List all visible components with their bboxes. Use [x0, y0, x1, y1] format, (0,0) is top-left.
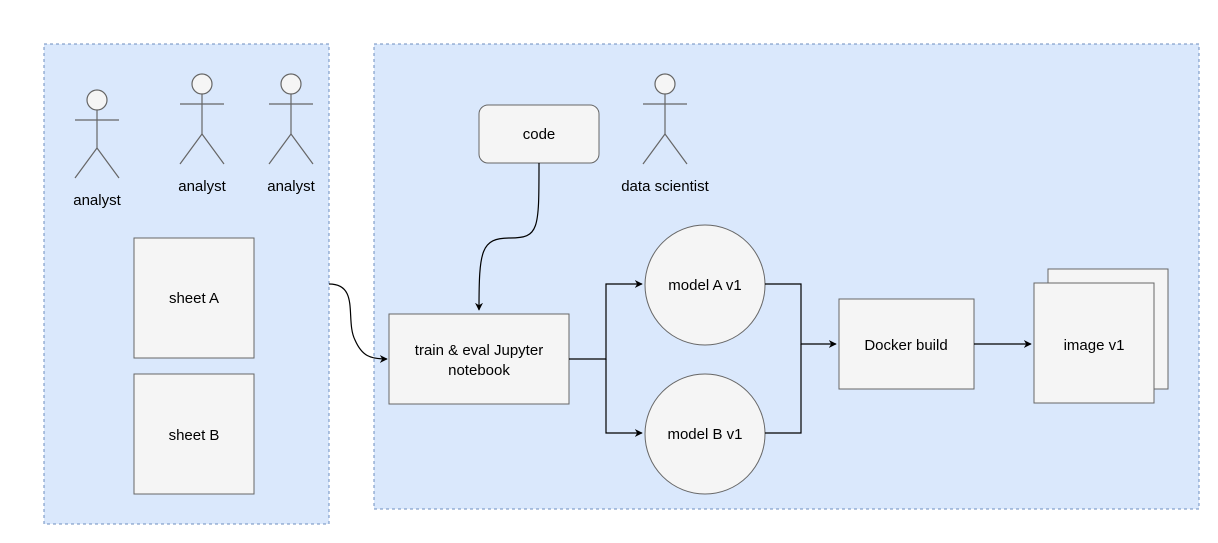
stick-figure-icon [642, 73, 688, 165]
sheet-a-box [133, 237, 255, 359]
docker-build-box [838, 298, 975, 390]
edge-sheets-to-notebook [328, 283, 388, 363]
edge-model-b-to-docker [765, 344, 802, 434]
data-scientist-actor [642, 73, 688, 165]
model-a-label: model A v1 [668, 277, 741, 294]
edge-notebook-to-model-b [605, 359, 643, 437]
analyst-label-2: analyst [178, 178, 226, 195]
analyst-label-1: analyst [73, 192, 121, 209]
docker-build-label: Docker build [864, 337, 947, 354]
sheet-b-label: sheet B [169, 427, 220, 444]
model-b-label: model B v1 [667, 426, 742, 443]
analyst-actor-2 [179, 73, 225, 165]
notebook-label-line1: train & eval Jupyter [415, 342, 543, 359]
stick-figure-icon [74, 89, 120, 179]
sheet-a-label: sheet A [169, 290, 219, 307]
model-b-node [644, 373, 766, 495]
analyst-actor-1 [74, 89, 120, 179]
edge-code-to-notebook [475, 162, 540, 311]
edge-notebook-to-model-a [569, 280, 643, 360]
image-label: image v1 [1064, 337, 1125, 354]
edge-model-a-to-docker [765, 283, 837, 348]
sheet-b-box [133, 373, 255, 495]
data-scientist-label: data scientist [621, 178, 709, 195]
image-box [1033, 282, 1155, 404]
code-label: code [523, 126, 556, 143]
model-a-node [644, 224, 766, 346]
analyst-label-3: analyst [267, 178, 315, 195]
notebook-box [388, 313, 570, 405]
notebook-label-line2: notebook [448, 362, 510, 379]
stick-figure-icon [179, 73, 225, 165]
analyst-actor-3 [268, 73, 314, 165]
stick-figure-icon [268, 73, 314, 165]
